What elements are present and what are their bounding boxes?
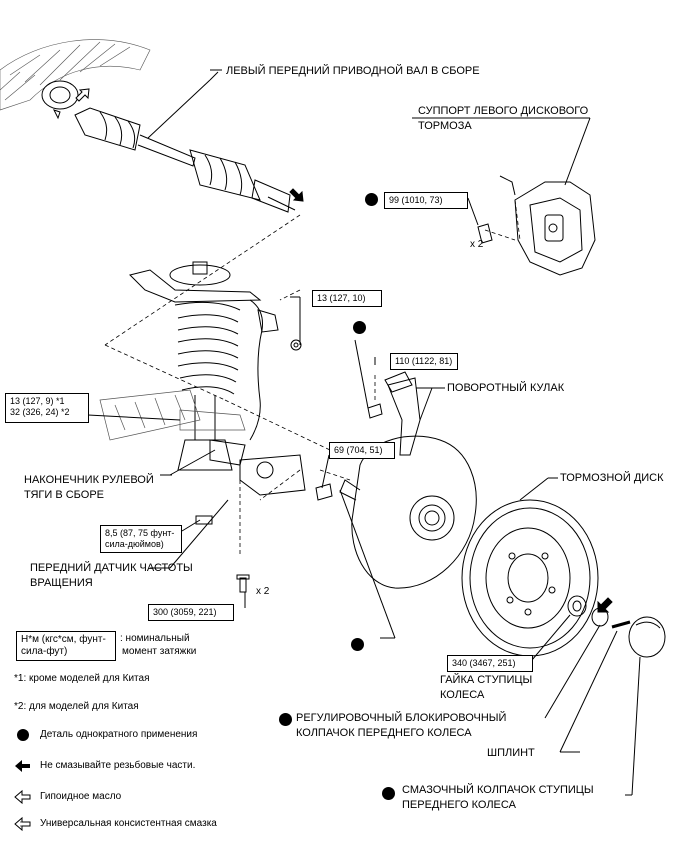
note-1: *1: кроме моделей для Китая (14, 673, 150, 684)
cotter-pin-label: ШПЛИНТ (487, 747, 535, 759)
note-2: *2: для моделей для Китая (14, 701, 139, 712)
torque-box-lower-arm: 69 (704, 51) (329, 442, 395, 459)
non-reusable-marker-caliper-bolt (365, 193, 378, 206)
non-reusable-marker-lower-nut (351, 638, 364, 651)
caliper-drawing (499, 175, 596, 276)
non-reusable-marker-knuckle-bolt (353, 321, 366, 334)
torque-box-sensor-nut: 13 (127, 10) (312, 290, 382, 307)
caliper-label-line1: СУППОРТ ЛЕВОГО ДИСКОВОГО (418, 105, 589, 117)
torque-unit-line1: Н*м (кгс*см, фунт- (21, 634, 106, 645)
legend-hypoid: Гипоидное масло (40, 791, 122, 802)
drive-shaft-label: ЛЕВЫЙ ПЕРЕДНИЙ ПРИВОДНОЙ ВАЛ В СБОРЕ (226, 65, 480, 77)
differential-housing (0, 39, 151, 111)
non-reusable-marker-grease-cap (382, 787, 395, 800)
universal-grease-arrow-icon (14, 816, 31, 832)
lock-cap-label-line2: КОЛПАЧОК ПЕРЕДНЕГО КОЛЕСА (296, 727, 472, 739)
legend-non-reusable: Деталь однократного применения (40, 729, 198, 740)
brake-disc-label: ТОРМОЗНОЙ ДИСК (560, 472, 664, 484)
drive-shaft-drawing (74, 71, 296, 213)
lock-cap-label-line1: РЕГУЛИРОВОЧНЫЙ БЛОКИРОВОЧНЫЙ (296, 712, 507, 724)
hub-nut-label-line1: ГАЙКА СТУПИЦЫ (440, 674, 533, 686)
knuckle-label: ПОВОРОТНЫЙ КУЛАК (447, 382, 565, 394)
grease-cap-label-line2: ПЕРЕДНЕГО КОЛЕСА (402, 799, 516, 811)
legend-universal-grease: Универсальная консистентная смазка (40, 818, 217, 829)
non-reusable-marker-lock-cap (279, 713, 292, 726)
caliper-label-line2: ТОРМОЗА (418, 120, 472, 132)
torque-box-caliper: 99 (1010, 73) (384, 192, 468, 209)
tie-rod-label-line1: НАКОНЕЧНИК РУЛЕВОЙ (24, 474, 154, 486)
torque-sensor-bolt-line1: 8,5 (87, 75 фунт- (105, 528, 175, 538)
torque-unit-legend-box: Н*м (кгс*см, фунт- сила-фут) (16, 631, 116, 661)
tie-rod-label-line2: ТЯГИ В СБОРЕ (24, 489, 105, 501)
no-grease-arrow (289, 188, 304, 202)
torque-tie-rod-line1: 13 (127, 9) *1 (10, 396, 65, 406)
lower-arm-drawing (99, 389, 246, 441)
brake-disc-drawing (461, 499, 599, 657)
torque-box-knuckle-bolt: 110 (1122, 81) (390, 353, 458, 370)
torque-unit-desc-line1: : номинальный (120, 633, 190, 644)
speed-sensor-label-line2: ВРАЩЕНИЯ (30, 577, 93, 589)
torque-unit-line2: сила-фут) (21, 646, 68, 657)
hypoid-arrow-icon (14, 789, 31, 805)
torque-tie-rod-line2: 32 (326, 24) *2 (10, 407, 70, 417)
grease-cap-label-line1: СМАЗОЧНЫЙ КОЛПАЧОК СТУПИЦЫ (402, 784, 594, 796)
torque-unit-desc-line2: момент затяжки (122, 646, 197, 657)
torque-box-tie-rod: 13 (127, 9) *1 32 (326, 24) *2 (5, 393, 89, 423)
no-grease-arrow-icon (15, 760, 30, 772)
hypoid-arrow (75, 88, 90, 102)
speed-sensor-label-line1: ПЕРЕДНИЙ ДАТЧИК ЧАСТОТЫ (30, 562, 193, 574)
no-grease-arrow-hub (597, 597, 613, 613)
knuckle-drawing (339, 371, 477, 589)
torque-box-sensor-bolt: 8,5 (87, 75 фунт- сила-дюймов) (100, 525, 182, 553)
speed-sensor-drawing (249, 299, 302, 441)
torque-box-bottom-bolt: 300 (3059, 221) (148, 604, 234, 621)
hub-parts-drawing (567, 595, 666, 658)
hub-nut-label-line2: КОЛЕСА (440, 689, 485, 701)
torque-box-hub-nut: 340 (3467, 251) (447, 655, 533, 672)
non-reusable-dot-icon (17, 729, 29, 741)
legend-no-grease: Не смазывайте резьбовые части. (40, 760, 196, 771)
strut-drawing (129, 261, 262, 471)
caliper-bolt-qty: x 2 (470, 239, 484, 250)
bottom-bolt-qty: x 2 (256, 586, 270, 597)
torque-sensor-bolt-line2: сила-дюймов) (105, 539, 164, 549)
